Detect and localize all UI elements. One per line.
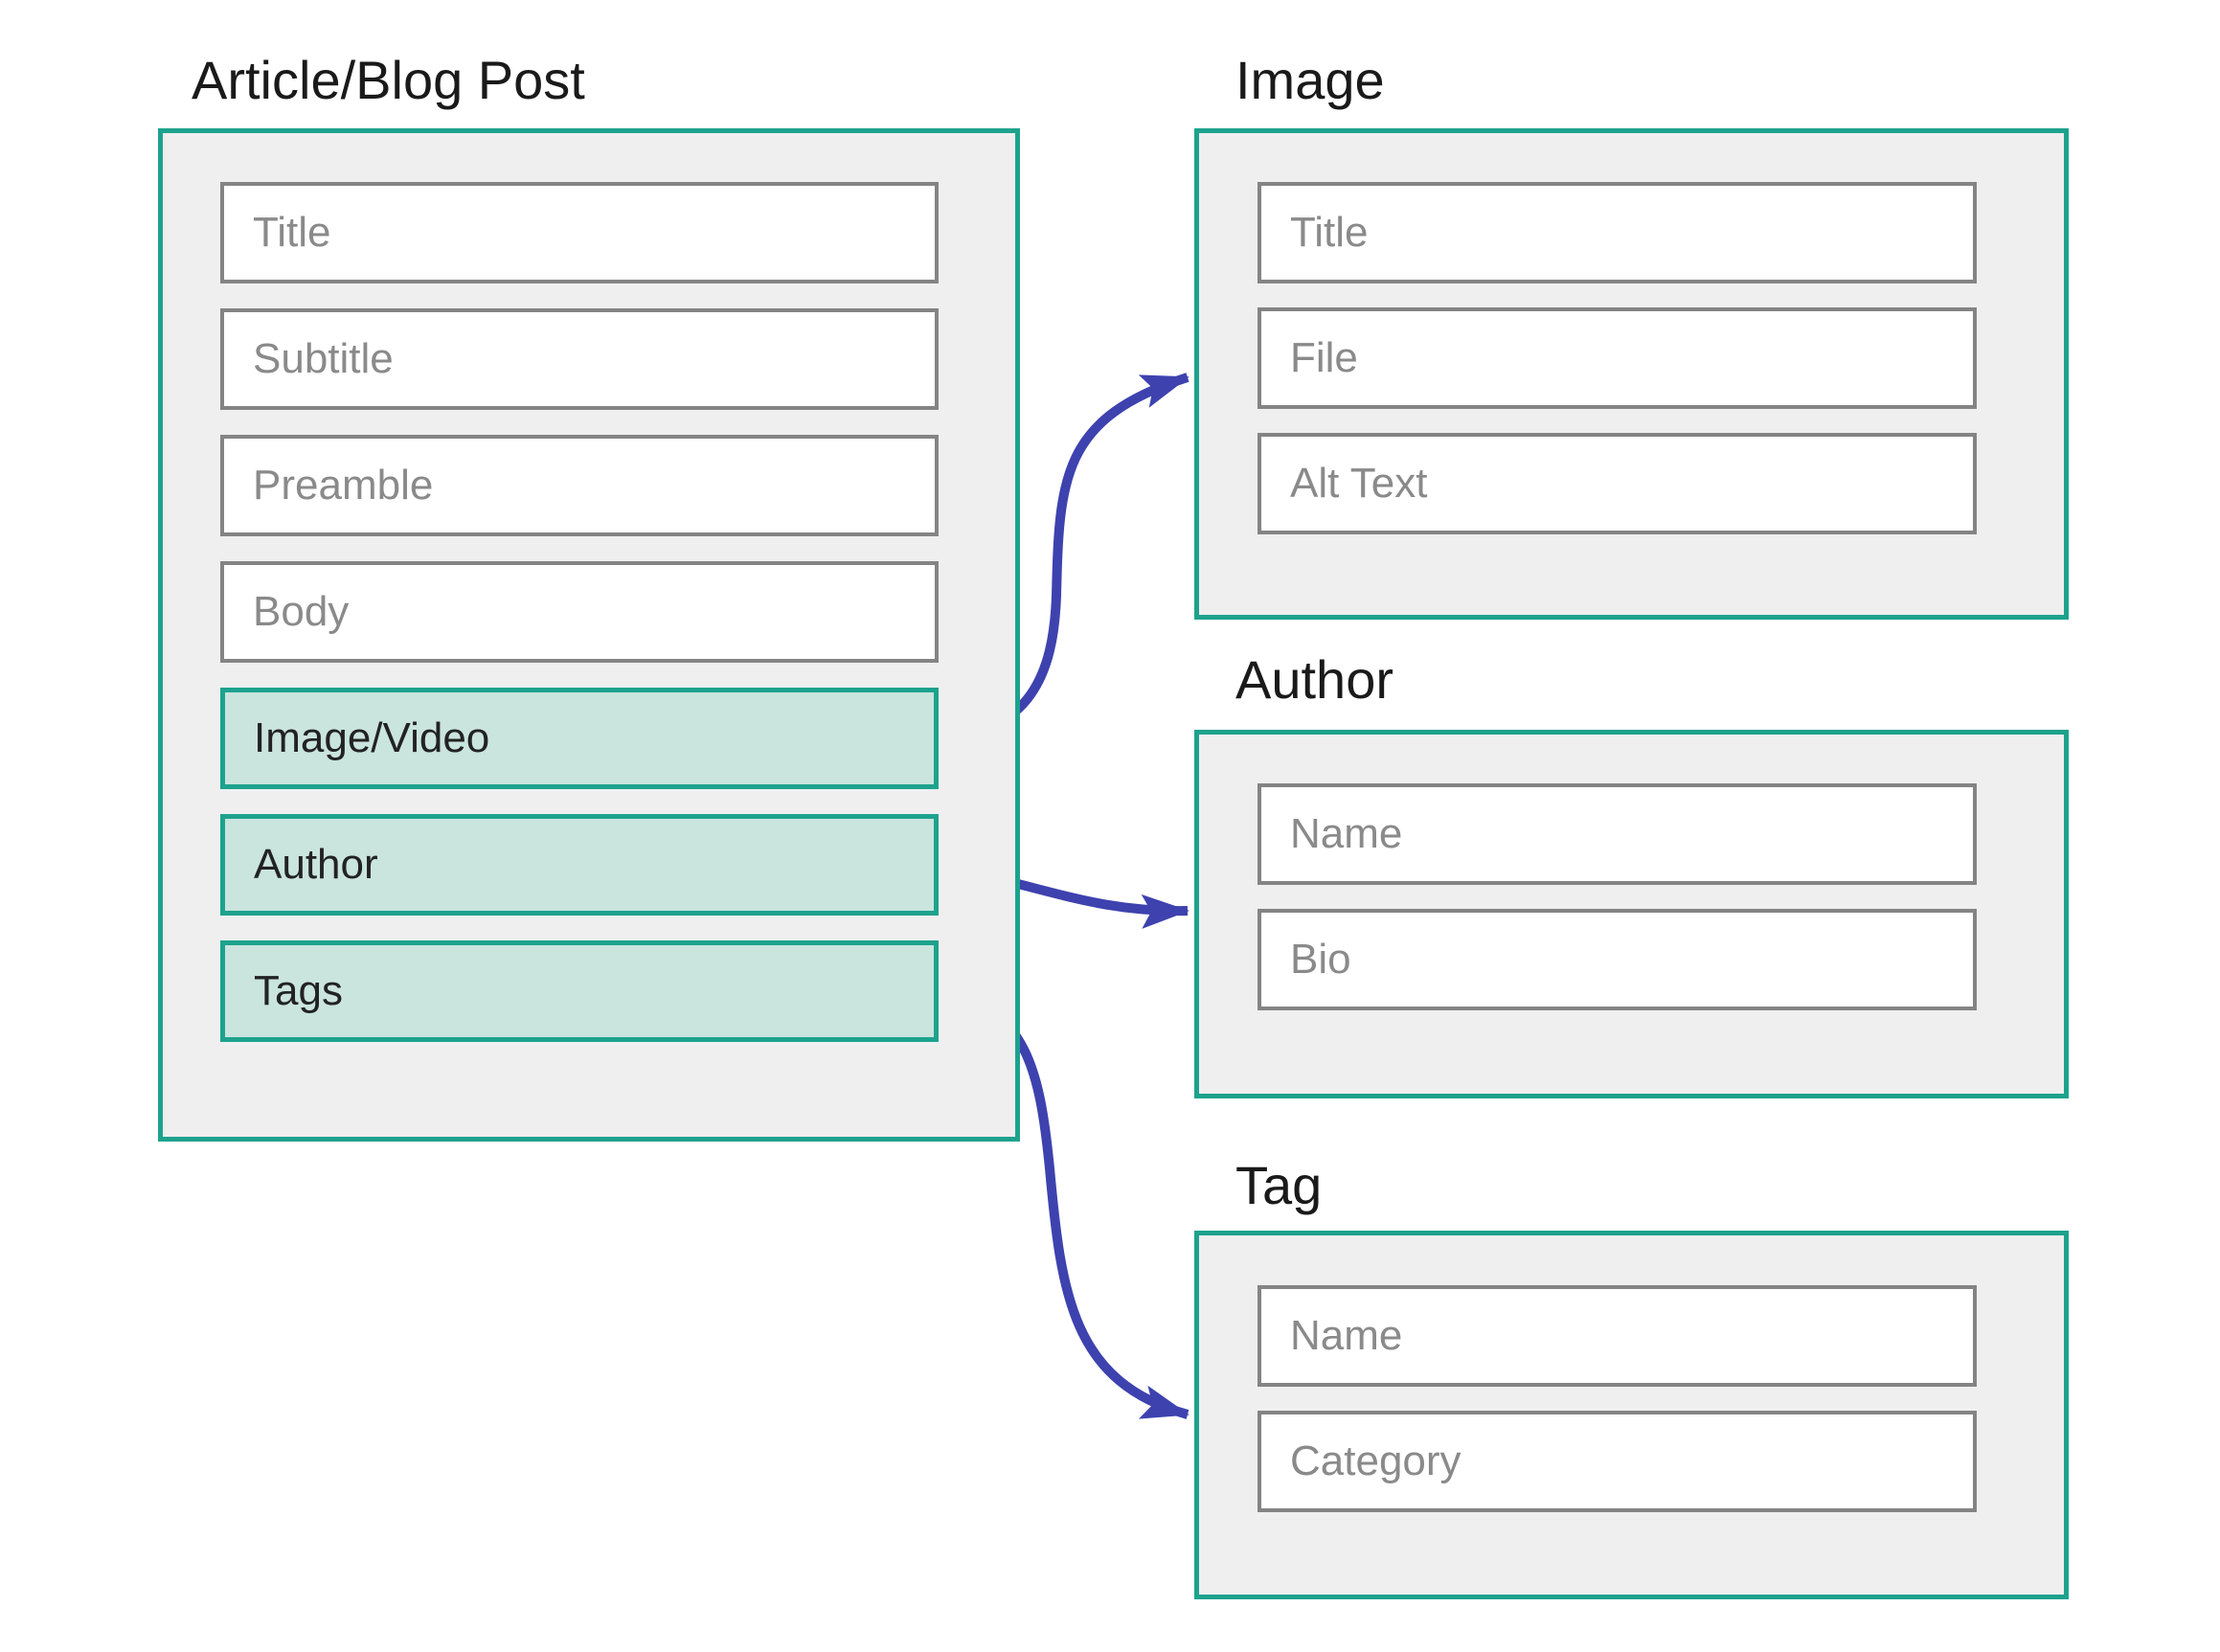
field-author-name: Name — [1257, 783, 1977, 885]
field-image-title: Title — [1257, 182, 1977, 283]
field-article-title: Title — [220, 182, 939, 283]
field-label: Preamble — [253, 462, 434, 509]
field-article-preamble: Preamble — [220, 435, 939, 536]
entity-title-tag: Tag — [1235, 1155, 1323, 1215]
field-article-image-video: Image/Video — [220, 688, 939, 789]
field-label: Category — [1290, 1437, 1461, 1484]
entity-title-article: Article/Blog Post — [192, 50, 585, 110]
field-label: Image/Video — [254, 714, 490, 761]
field-article-author: Author — [220, 814, 939, 916]
entity-title-author: Author — [1235, 649, 1393, 710]
field-tag-name: Name — [1257, 1285, 1977, 1387]
field-image-alt-text: Alt Text — [1257, 433, 1977, 534]
field-label: Alt Text — [1290, 460, 1428, 507]
field-label: Author — [254, 841, 378, 888]
field-label: Bio — [1290, 936, 1351, 983]
field-article-body: Body — [220, 561, 939, 663]
entity-title-image: Image — [1235, 50, 1385, 110]
field-article-tags: Tags — [220, 940, 939, 1042]
field-author-bio: Bio — [1257, 909, 1977, 1010]
field-image-file: File — [1257, 307, 1977, 409]
field-label: File — [1290, 334, 1358, 381]
field-label: Tags — [254, 967, 343, 1014]
field-label: Name — [1290, 1312, 1403, 1359]
field-label: Subtitle — [253, 335, 394, 382]
field-label: Name — [1290, 810, 1403, 857]
field-article-subtitle: Subtitle — [220, 308, 939, 410]
field-tag-category: Category — [1257, 1411, 1977, 1512]
field-label: Body — [253, 588, 350, 635]
field-label: Title — [1290, 209, 1369, 256]
field-label: Title — [253, 209, 331, 256]
